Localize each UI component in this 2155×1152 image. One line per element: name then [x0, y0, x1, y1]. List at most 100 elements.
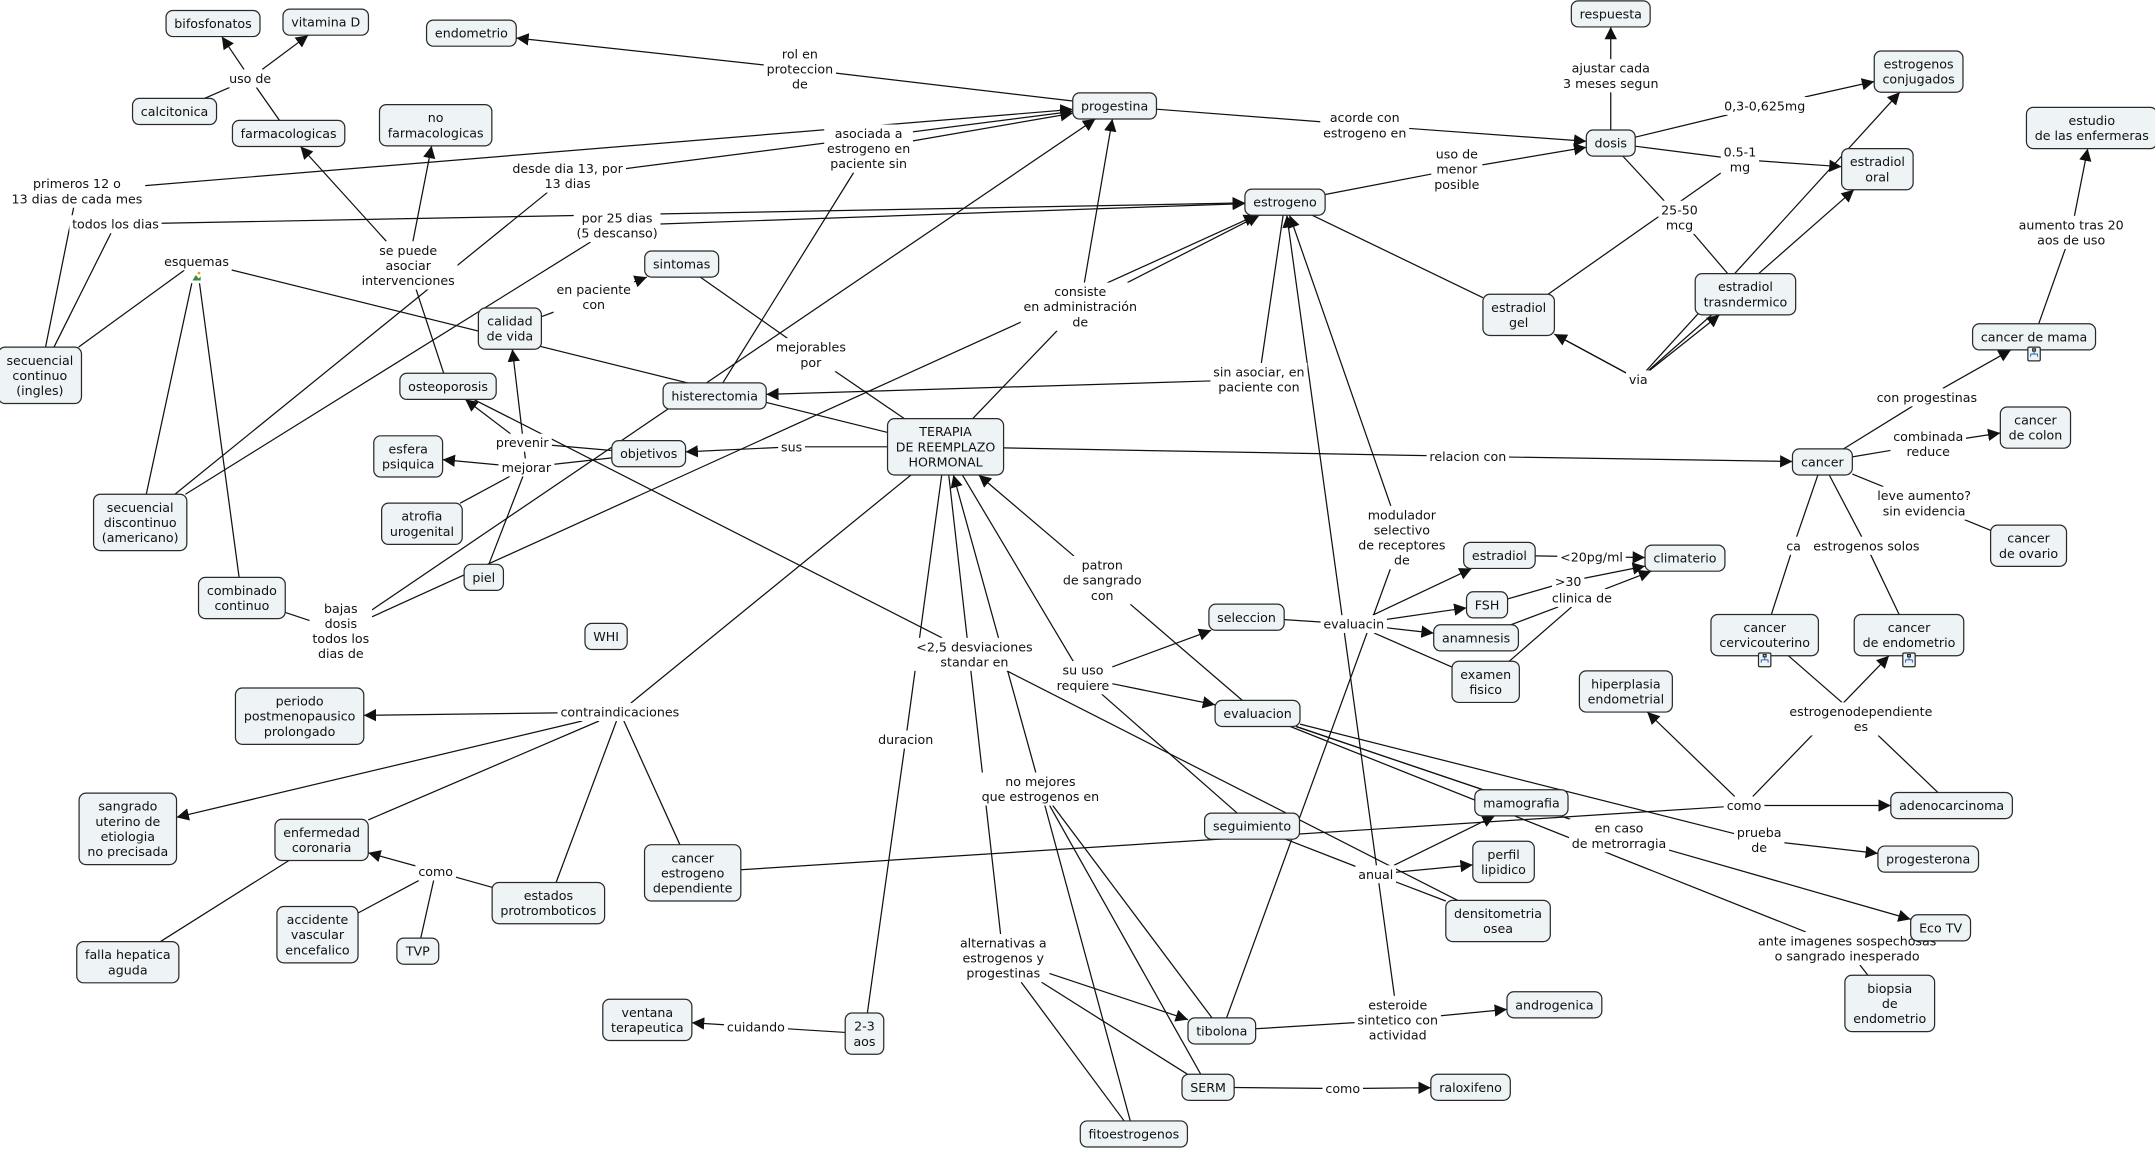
concept-raloxifeno[interactable]: raloxifeno [1430, 1073, 1511, 1101]
concept-estradiol[interactable]: estradiol [1463, 541, 1536, 570]
concept-box [1445, 899, 1551, 943]
phrase-background [1874, 486, 1974, 520]
concept-anamnesis[interactable]: anamnesis [1433, 624, 1520, 652]
concept-cancer[interactable]: cancer [1791, 448, 1853, 476]
concept-fitoestrogenos[interactable]: fitoestrogenos [1079, 1120, 1189, 1148]
concept-calcitonica[interactable]: calcitonica [131, 97, 218, 126]
concept-progesterona[interactable]: progesterona [1877, 845, 1980, 873]
image-icon[interactable] [190, 269, 203, 284]
concept-box [1203, 812, 1301, 840]
concept-evaluacion[interactable]: evaluacion [1214, 699, 1301, 728]
concept-objetivos[interactable]: objetivos [611, 440, 687, 468]
cmap-link-icon[interactable] [1902, 652, 1916, 668]
connection-line [1635, 114, 1728, 138]
concept-endometrio[interactable]: endometrio [425, 19, 517, 47]
concept-ecotv[interactable]: Eco TV [1910, 914, 1972, 942]
linking-phrase-cuidando: cuidando [724, 1017, 788, 1036]
concept-dosis[interactable]: dosis [1585, 129, 1636, 157]
connection-line [1260, 215, 1284, 364]
concept-tibolona[interactable]: tibolona [1187, 1017, 1257, 1045]
linking-phrase-mejorar: mejorar [498, 458, 555, 477]
concept-farmacologicas[interactable]: farmacologicas [231, 119, 346, 148]
concept-osteoporosis[interactable]: osteoporosis [399, 372, 497, 401]
concept-vitaminad[interactable]: vitamina D [282, 8, 370, 36]
concept-respuesta[interactable]: respuesta [1570, 0, 1651, 28]
linking-phrase-clinica: clinica de [1549, 589, 1615, 607]
phrase-label: como [1727, 798, 1762, 813]
concept-climaterio[interactable]: climaterio [1644, 544, 1726, 572]
connection-line [1852, 473, 1884, 488]
concept-histerectomia[interactable]: histerectomia [662, 382, 767, 410]
cmap-link-icon[interactable] [1757, 652, 1772, 668]
concept-tvp[interactable]: TVP [396, 937, 440, 965]
concept-estrogeno[interactable]: estrogeno [1244, 188, 1326, 216]
concept-bifosfonatos[interactable]: bifosfonatos [165, 9, 261, 38]
concept-piel[interactable]: piel [463, 563, 505, 592]
concept-progestina[interactable]: progestina [1072, 92, 1158, 120]
concept-fsh[interactable]: FSH [1465, 591, 1509, 619]
concept-serm[interactable]: SERM [1181, 1073, 1235, 1101]
concept-sintomas[interactable]: sintomas [644, 250, 720, 278]
concept-label: objetivos [620, 446, 677, 461]
concept-seguimiento[interactable]: seguimiento [1203, 812, 1301, 840]
arrow-connection [1668, 849, 1911, 922]
cmap-link-icon[interactable] [2027, 346, 2041, 362]
phrase-background [957, 934, 1050, 983]
concept-seleccion[interactable]: seleccion [1208, 603, 1285, 631]
concept-mama[interactable]: cancer de mama [1971, 323, 2097, 362]
connection-line [1003, 447, 1427, 457]
phrase-label: contraindicaciones [560, 705, 679, 720]
concept-mamografia[interactable]: mamografia [1474, 789, 1569, 817]
connection-line [455, 876, 493, 888]
concept-label: piel [472, 570, 495, 585]
concept-box [396, 937, 440, 965]
linking-phrase-dosis1: 0,3-0,625mg [1721, 97, 1808, 115]
arrow-connection [1440, 1004, 1508, 1017]
concept-box [1181, 1073, 1235, 1101]
arrow-connection [685, 445, 779, 458]
connection-line [541, 311, 554, 318]
concept-label: adenocarcinoma [1899, 798, 2004, 813]
concept-androgenica[interactable]: androgenica [1506, 991, 1603, 1019]
concept-whi[interactable]: WHI [584, 622, 628, 651]
concept-adenocarcinoma[interactable]: adenocarcinoma [1890, 791, 2013, 820]
